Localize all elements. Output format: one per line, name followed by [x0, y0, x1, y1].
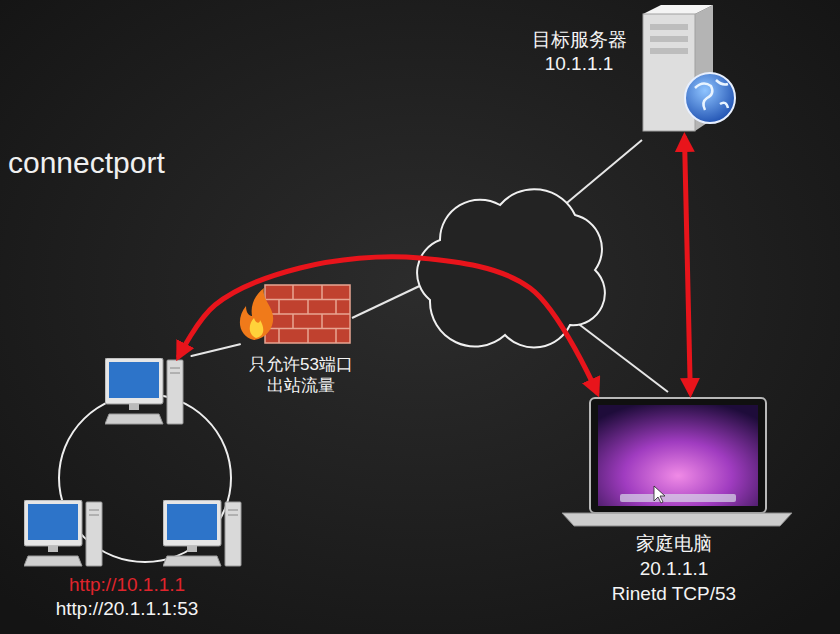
server-front: [643, 14, 695, 131]
desktop-pc: [105, 358, 183, 424]
globe: [685, 73, 735, 123]
brick-wall: [265, 285, 350, 343]
network-wire: [556, 140, 642, 212]
desktop-pc: [163, 500, 241, 566]
server-icon: [643, 5, 735, 131]
firewall-icon: [240, 285, 350, 343]
node-text: 只允许53端口 出站流量: [242, 354, 360, 396]
home-pc-node: 家庭电脑20.1.1.1Rinetd TCP/53: [554, 392, 794, 614]
laptop-lid: [590, 398, 766, 513]
laptop-base: [562, 513, 792, 526]
server-slot: [650, 48, 688, 54]
firewall-node: 只允许53端口 出站流量: [240, 282, 362, 404]
dock: [620, 494, 736, 502]
laptop-screen: [598, 405, 758, 506]
internet-cloud: [417, 189, 605, 347]
flame-core: [250, 318, 264, 338]
node-text: Rinetd TCP/53: [556, 582, 792, 606]
node-text: 目标服务器: [520, 28, 638, 51]
laptop-icon: [562, 398, 792, 526]
desktop-pc: [24, 500, 102, 566]
network-wire: [352, 282, 428, 318]
node-text: 20.1.1.1: [556, 557, 792, 581]
network-link: [191, 344, 240, 356]
mouse-cursor: [654, 486, 665, 503]
node-text: 家庭电脑: [556, 532, 792, 556]
node-text: http://20.1.1.1:53: [14, 598, 240, 620]
brick-mortar: [265, 285, 350, 343]
tunnel-arrow: [179, 257, 597, 392]
node-text: http://10.1.1.1: [14, 574, 240, 596]
client-network-node: http://10.1.1.1http://20.1.1.1:53: [12, 356, 242, 628]
tunnel-arrow: [685, 138, 691, 392]
server-node: 目标服务器10.1.1.1: [518, 4, 740, 138]
server-slot: [650, 24, 688, 30]
node-text: 10.1.1.1: [520, 52, 638, 75]
globe-continents: [695, 80, 728, 110]
diagram-label: connectport: [8, 146, 165, 180]
flame: [240, 288, 273, 340]
server-top: [643, 5, 713, 14]
server-slot: [650, 36, 688, 42]
